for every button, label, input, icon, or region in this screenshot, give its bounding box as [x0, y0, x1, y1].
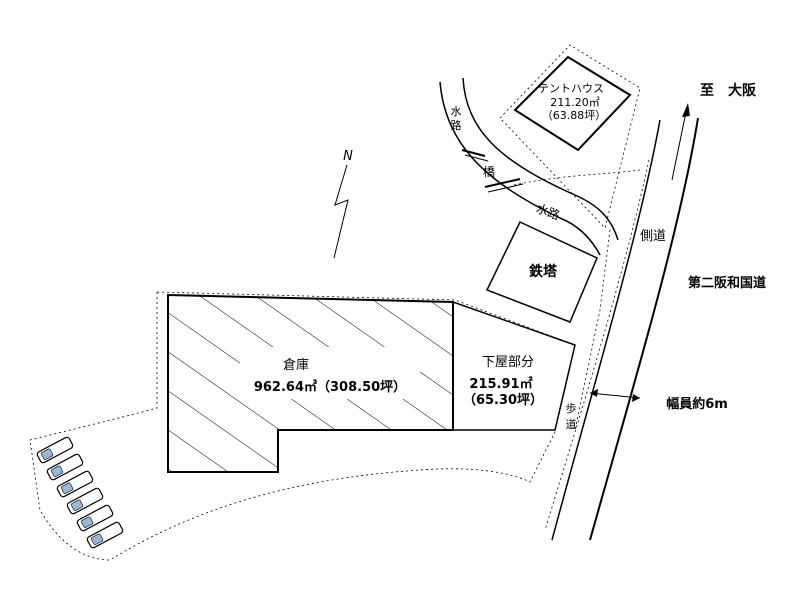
car-icon: [36, 436, 74, 464]
up-arrow-icon: [671, 103, 690, 181]
tower-label: 鉄塔: [529, 263, 558, 280]
road-width-dimension: [589, 389, 641, 402]
north-arrow-icon: [333, 164, 349, 259]
tent-house-area-m2: 211.20㎡: [550, 96, 600, 109]
steel-tower: 鉄塔: [485, 221, 598, 323]
warehouse-area: 962.64㎡（308.50坪）: [254, 379, 406, 395]
waterway-lower-label: 水路: [534, 200, 562, 222]
shed: 下屋部分 215.91㎡ （65.30坪）: [452, 300, 576, 431]
car-icon: [56, 470, 94, 498]
highway-label: 第二阪和国道: [688, 275, 766, 291]
osaka-direction-label: 至 大阪: [700, 82, 757, 99]
car-icon: [76, 504, 114, 532]
shed-area-m2: 215.91㎡: [469, 376, 532, 392]
car-icon: [66, 487, 104, 515]
parking-area: [36, 436, 124, 549]
side-road-label: 側道: [640, 229, 666, 244]
waterway-upper-char-2: 路: [451, 119, 462, 132]
sidewalk-char-1: 歩: [566, 401, 577, 415]
tent-house: テントハウス 211.20㎡ （63.88坪）: [499, 44, 641, 229]
tent-house-area-tsubo: （63.88坪）: [542, 109, 607, 122]
warehouse: 倉庫 962.64㎡（308.50坪）: [167, 293, 454, 473]
tent-house-name: テントハウス: [538, 82, 604, 95]
waterway-upper-char-1: 水: [451, 105, 462, 118]
car-icon: [86, 521, 124, 549]
sidewalk-char-2: 道: [566, 417, 577, 431]
shed-area-tsubo: （65.30坪）: [463, 392, 543, 408]
bridge-label: 橋: [483, 165, 495, 179]
road-width-label: 幅員約6m: [666, 396, 728, 412]
car-icon: [46, 453, 84, 481]
warehouse-name: 倉庫: [283, 358, 309, 373]
shed-name: 下屋部分: [482, 355, 534, 370]
north-label: N: [343, 149, 353, 164]
roads: [513, 117, 699, 541]
